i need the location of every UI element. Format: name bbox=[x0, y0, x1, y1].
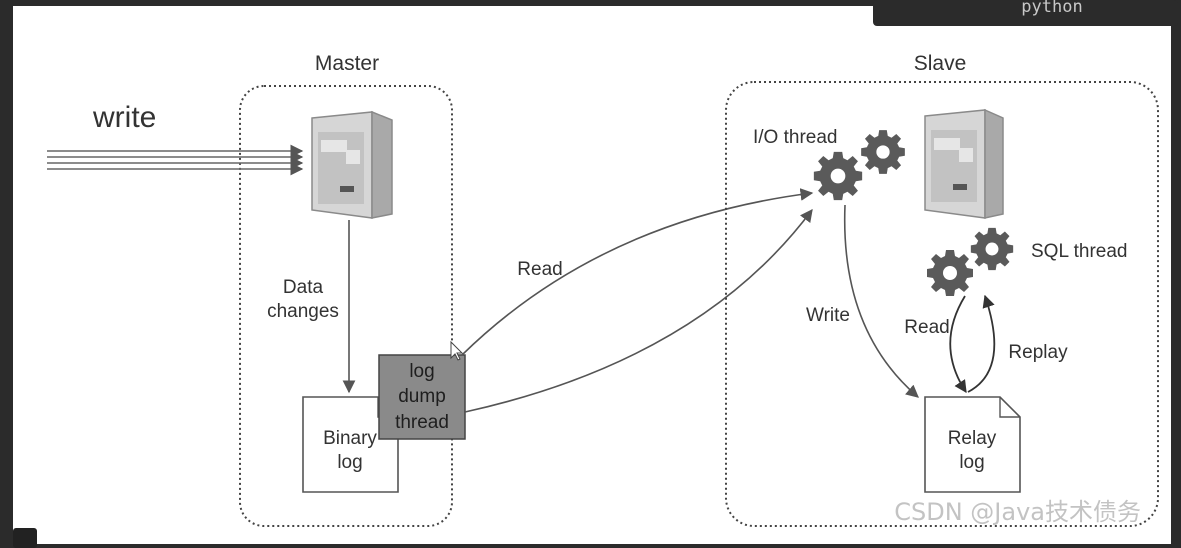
mouse-cursor-icon bbox=[450, 340, 464, 361]
dump-thread-line1: log bbox=[409, 361, 434, 382]
slave-server-icon bbox=[924, 108, 1004, 219]
replay-label: Replay bbox=[1008, 342, 1068, 363]
write-label: write bbox=[92, 101, 156, 134]
sql-read-arrow bbox=[949, 295, 967, 394]
slave-boundary bbox=[725, 81, 1159, 527]
sql-thread-label: SQL thread bbox=[1031, 241, 1127, 262]
slave-write-label: Write bbox=[806, 305, 850, 326]
relay-log-line2: log bbox=[959, 452, 984, 473]
relay-log-line1: Relay bbox=[948, 428, 997, 449]
dump-thread-line2: dump bbox=[398, 386, 446, 407]
write-input-arrows bbox=[47, 144, 304, 176]
master-group: Master write Data changes Binary log bbox=[47, 52, 466, 527]
data-changes-line1: Data bbox=[283, 277, 324, 298]
read-request-arrow bbox=[461, 188, 814, 356]
binary-log-line1: Binary bbox=[323, 428, 377, 449]
log-dump-thread-box: log dump thread bbox=[378, 354, 466, 440]
binary-log-line2: log bbox=[337, 452, 362, 473]
sql-replay-arrow bbox=[967, 294, 996, 393]
io-thread-label: I/O thread bbox=[753, 127, 838, 148]
top-frame-bar bbox=[0, 0, 1181, 6]
master-boundary bbox=[239, 85, 453, 527]
binary-log-document: Binary log bbox=[302, 396, 399, 493]
slave-group: Slave I/O thread SQL thread Write Read bbox=[725, 52, 1159, 527]
slave-read-label: Read bbox=[904, 317, 949, 338]
language-tag-label: python bbox=[1021, 0, 1082, 17]
relay-write-arrow bbox=[843, 204, 919, 398]
language-tag: python bbox=[873, 0, 1178, 26]
csdn-watermark: CSDN @Java技术债务 bbox=[894, 498, 1141, 526]
relay-log-document: Relay log bbox=[924, 396, 1021, 493]
data-changes-line2: changes bbox=[267, 301, 339, 322]
read-arrow-label: Read bbox=[517, 259, 562, 280]
corner-marker bbox=[13, 528, 37, 548]
binlog-stream-arrow bbox=[464, 208, 813, 413]
dump-thread-line3: thread bbox=[395, 412, 449, 433]
master-server-icon bbox=[311, 110, 393, 219]
slave-title: Slave bbox=[914, 52, 967, 75]
master-title: Master bbox=[315, 52, 379, 75]
